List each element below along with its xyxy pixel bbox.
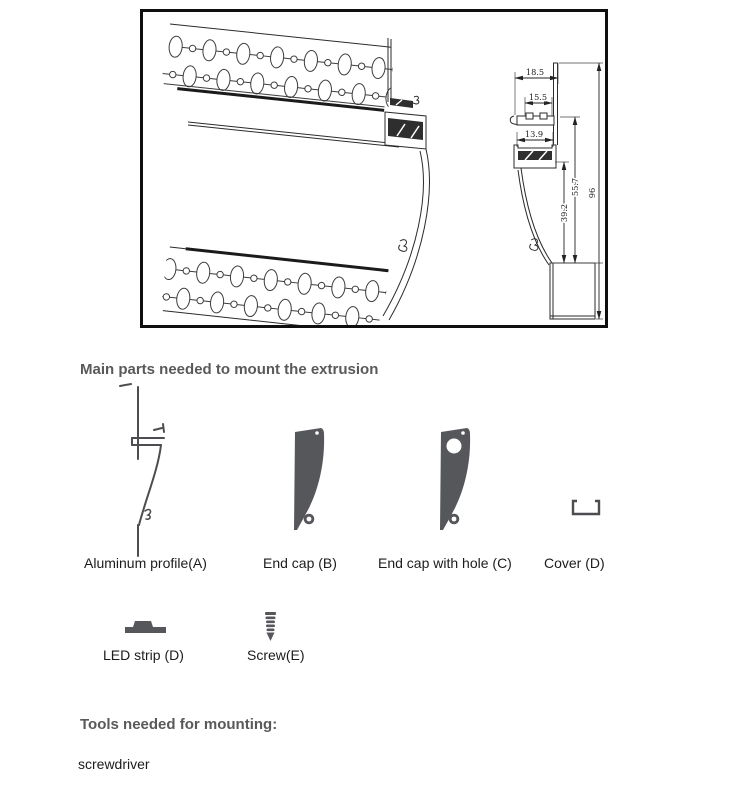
screw-icon [261,610,281,644]
perspective-end-channel [384,38,427,150]
dim-channel-width: 13.9 [525,129,543,139]
led-strip-label: LED strip (D) [103,647,184,663]
dim-total-height: 96 [587,188,597,198]
cross-section [509,62,596,320]
cover-icon [569,495,605,519]
led-strip-icon [121,616,171,636]
perspective-top-flange [160,23,396,112]
dim-flange-width: 18.5 [526,67,544,77]
cover-label: Cover (D) [544,555,605,571]
perspective-bottom-flange [160,246,390,325]
end-cap-with-hole-icon [432,424,478,536]
perspective-curve [382,148,430,321]
end-cap-icon [288,424,330,536]
perspective-recess-lines [187,121,400,148]
aluminum-profile-label: Aluminum profile(A) [84,555,207,571]
screw-label: Screw(E) [247,647,305,663]
dim-recess-width: 15.5 [529,92,547,102]
profile-technical-drawing: 18.5 15.5 13.9 39.2 55.7 96 [160,23,603,325]
tool-item-screwdriver: screwdriver [78,756,150,772]
dimension-lines [514,62,603,320]
tools-section-heading: Tools needed for mounting: [80,716,278,733]
dim-curve-height: 39.2 [559,204,569,222]
end-cap-with-hole-label: End cap with hole (C) [378,555,512,571]
parts-section-heading: Main parts needed to mount the extrusion [80,361,379,378]
dim-drop-height: 55.7 [570,178,580,196]
aluminum-profile-icon [112,380,170,560]
end-cap-label: End cap (B) [263,555,337,571]
technical-drawing-box: 18.5 15.5 13.9 39.2 55.7 96 [140,9,608,328]
